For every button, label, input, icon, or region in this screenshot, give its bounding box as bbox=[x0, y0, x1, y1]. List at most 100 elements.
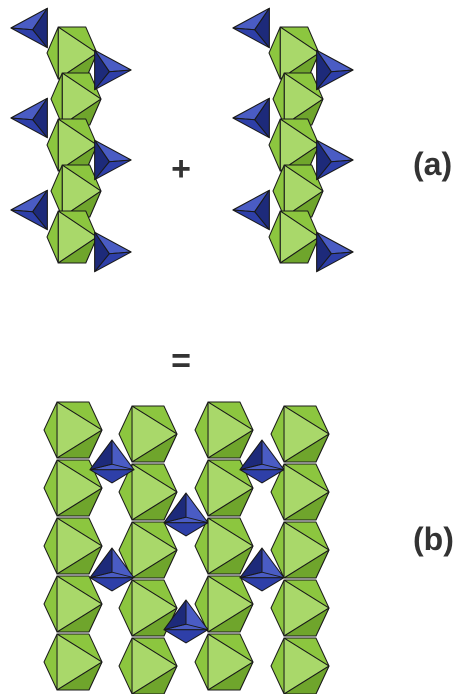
polyhedron-edge bbox=[283, 521, 330, 551]
polyhedron-edge bbox=[185, 516, 209, 524]
octahedral-chain-right bbox=[232, 7, 354, 273]
tetrahedron bbox=[10, 189, 48, 231]
octahedron bbox=[268, 210, 320, 264]
polyhedron-edge bbox=[207, 661, 254, 691]
octahedron bbox=[50, 164, 102, 218]
equals-sign: = bbox=[171, 342, 191, 380]
tetrahedron-facet bbox=[163, 522, 209, 537]
tetrahedron bbox=[10, 7, 48, 49]
tetrahedron bbox=[89, 439, 135, 484]
polyhedron-edge bbox=[32, 29, 48, 49]
polyhedron-edge bbox=[207, 401, 254, 431]
polyhedron-edge bbox=[57, 236, 98, 264]
octahedron bbox=[270, 405, 330, 463]
polyhedron-edge bbox=[283, 405, 330, 435]
tetrahedron-facet bbox=[89, 469, 135, 484]
polyhedron-edge bbox=[283, 433, 330, 463]
polyhedron-edge bbox=[232, 117, 255, 121]
polyhedron-edge bbox=[316, 50, 332, 72]
octahedron bbox=[270, 521, 330, 579]
polyhedron-edge bbox=[283, 549, 330, 579]
octahedron bbox=[268, 26, 320, 80]
polyhedron-edge bbox=[239, 571, 263, 579]
polyhedron-edge bbox=[10, 117, 33, 121]
polyhedron-edge bbox=[283, 491, 330, 521]
polyhedron-edge bbox=[283, 164, 324, 192]
polyhedron-edge bbox=[10, 209, 33, 213]
tetrahedron-facet bbox=[163, 629, 209, 644]
tetrahedron bbox=[94, 231, 132, 273]
polyhedron-edge bbox=[283, 665, 330, 694]
polyhedron-edge bbox=[131, 491, 178, 521]
polyhedron-edge bbox=[283, 463, 330, 493]
polyhedron-edge bbox=[32, 119, 48, 139]
polyhedron-edge bbox=[283, 72, 324, 100]
polyhedron-edge bbox=[316, 253, 332, 273]
polyhedron-edge bbox=[279, 118, 320, 146]
octahedron bbox=[270, 579, 330, 637]
octahedron bbox=[272, 164, 324, 218]
octahedron bbox=[270, 463, 330, 521]
polyhedron-edge bbox=[56, 401, 103, 431]
polyhedron-edge bbox=[261, 463, 285, 471]
octahedron bbox=[43, 401, 103, 459]
polyhedron-edge bbox=[32, 98, 48, 120]
polyhedron-edge bbox=[89, 571, 113, 579]
polyhedron-edge bbox=[232, 209, 255, 213]
polyhedron-edge bbox=[94, 71, 110, 91]
polyhedron-edge bbox=[279, 210, 320, 238]
combined-layer-structure bbox=[43, 401, 330, 694]
polyhedron-edge bbox=[254, 190, 270, 212]
polyhedron-edge bbox=[56, 575, 103, 605]
octahedron bbox=[118, 521, 178, 579]
tetrahedron bbox=[94, 49, 132, 91]
polyhedron-edge bbox=[316, 232, 332, 254]
polyhedron-edge bbox=[207, 429, 254, 459]
tetrahedron bbox=[316, 49, 354, 91]
octahedron bbox=[43, 575, 103, 633]
polyhedron-edge bbox=[56, 661, 103, 691]
polyhedron-edge bbox=[207, 487, 254, 517]
octahedron bbox=[43, 517, 103, 575]
tetrahedron-facet bbox=[239, 577, 285, 592]
polyhedron-edge bbox=[331, 69, 354, 73]
tetrahedron bbox=[94, 139, 132, 181]
tetrahedron bbox=[239, 547, 285, 592]
polyhedron-edge bbox=[61, 164, 102, 192]
octahedral-chain-left bbox=[10, 7, 132, 273]
polyhedron-edge bbox=[316, 71, 332, 91]
polyhedron-edge bbox=[207, 603, 254, 633]
polyhedron-edge bbox=[163, 623, 187, 631]
polyhedron-edge bbox=[279, 26, 320, 54]
polyhedron-edge bbox=[261, 571, 285, 579]
polyhedron-edge bbox=[331, 159, 354, 163]
octahedron bbox=[43, 459, 103, 517]
polyhedron-edge bbox=[94, 161, 110, 181]
polyhedron-edge bbox=[232, 27, 255, 31]
octahedron bbox=[50, 72, 102, 126]
polyhedron-edge bbox=[207, 545, 254, 575]
panel-label-a: (a) bbox=[413, 146, 452, 182]
polyhedron-edge bbox=[56, 603, 103, 633]
polyhedron-edge bbox=[131, 637, 178, 667]
polyhedron-edge bbox=[331, 251, 354, 255]
octahedron bbox=[46, 26, 98, 80]
polyhedron-edge bbox=[239, 463, 263, 471]
octahedron bbox=[194, 575, 254, 633]
polyhedron-edge bbox=[109, 251, 132, 255]
polyhedron-edge bbox=[56, 487, 103, 517]
polyhedron-edge bbox=[316, 161, 332, 181]
octahedron bbox=[194, 517, 254, 575]
polyhedron-edge bbox=[283, 607, 330, 637]
octahedron bbox=[118, 637, 178, 694]
polyhedron-edge bbox=[89, 463, 113, 471]
polyhedron-edge bbox=[10, 27, 33, 31]
polyhedron-edge bbox=[32, 8, 48, 30]
tetrahedron bbox=[163, 492, 209, 537]
octahedron bbox=[272, 72, 324, 126]
polyhedron-edge bbox=[207, 517, 254, 547]
polyhedron-edge bbox=[131, 579, 178, 609]
polyhedron-edge bbox=[131, 607, 178, 637]
tetrahedron bbox=[316, 231, 354, 273]
